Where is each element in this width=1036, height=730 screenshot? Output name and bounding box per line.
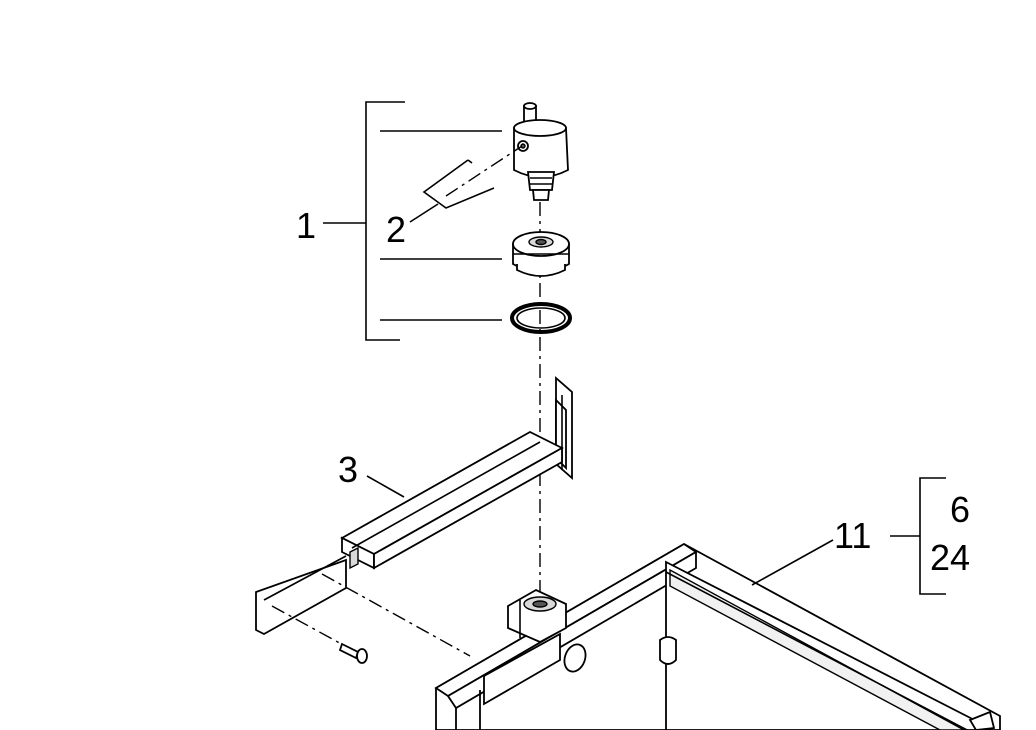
valve-adapter [512, 231, 570, 277]
screw-axis [271, 605, 357, 653]
callout-1: 1 [296, 205, 316, 246]
bracket-6-24 [919, 477, 946, 595]
callout-11: 11 [834, 515, 871, 556]
callout-24: 24 [930, 537, 970, 578]
screw [338, 642, 368, 664]
leader-2 [409, 203, 439, 223]
callout-6: 6 [950, 489, 970, 530]
o-ring [510, 302, 572, 334]
retaining-clip [422, 159, 495, 209]
callout-3: 3 [338, 449, 358, 490]
rail-bracket [255, 430, 564, 636]
air-vent-valve [513, 102, 569, 201]
assembly-axis-top [445, 145, 523, 197]
callout-2: 2 [386, 209, 406, 250]
rail-axis [321, 573, 471, 657]
leader-3 [366, 475, 405, 498]
leader-11 [751, 539, 834, 586]
valve-socket [507, 588, 567, 644]
assembly-bracket-1 [323, 101, 502, 341]
